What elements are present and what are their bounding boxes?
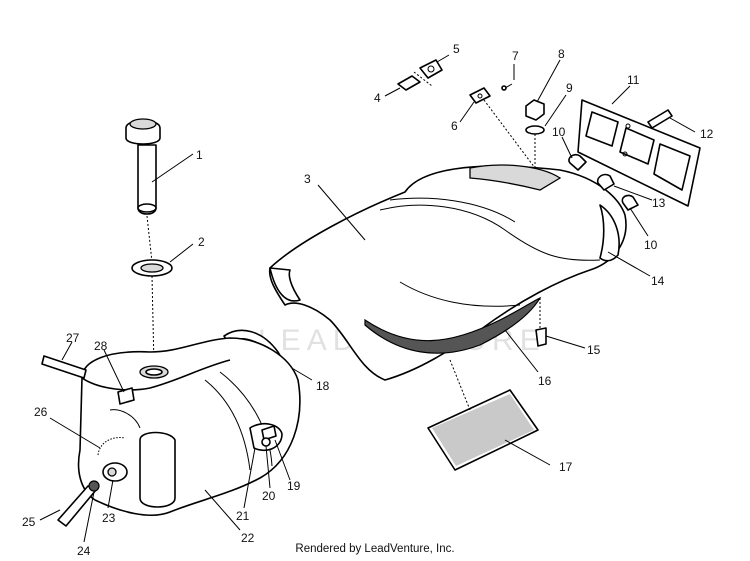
- callout-14: 14: [651, 274, 665, 288]
- part-clip-5: [419, 59, 443, 79]
- callout-4: 4: [374, 91, 381, 105]
- callout-10-upper: 10: [552, 125, 566, 139]
- part-vent-hose: [41, 355, 87, 379]
- callout-20: 20: [262, 489, 276, 503]
- part-bulb-lower: [621, 194, 639, 211]
- part-nut: [525, 99, 545, 121]
- part-bulb-upper: [568, 153, 587, 171]
- callout-22: 22: [241, 531, 255, 545]
- part-fuel-valve: [102, 462, 128, 482]
- part-seat: [268, 164, 627, 381]
- callout-19: 19: [287, 479, 301, 493]
- part-fitting-19: [261, 425, 277, 441]
- callout-8: 8: [558, 47, 565, 61]
- part-grommet: [131, 259, 173, 277]
- render-credit: Rendered by LeadVenture, Inc.: [295, 543, 455, 555]
- callout-27: 27: [66, 331, 80, 345]
- callout-15: 15: [587, 343, 601, 357]
- callout-28: 28: [94, 339, 108, 353]
- callout-17: 17: [559, 460, 573, 474]
- part-fitting-20: [261, 437, 271, 447]
- callout-10-lower: 10: [644, 238, 658, 252]
- callout-labels: 1 2 3 4 5 6 7 8 9 10 10 11 12 13 14 15 1…: [22, 42, 714, 558]
- callout-25: 25: [22, 515, 36, 529]
- part-filler-neck: [125, 118, 161, 215]
- callout-26: 26: [34, 405, 48, 419]
- part-seat-base: [364, 296, 542, 354]
- callout-16: 16: [538, 374, 552, 388]
- callout-13: 13: [652, 196, 666, 210]
- callout-5: 5: [453, 42, 460, 56]
- part-washer: [525, 125, 545, 135]
- part-light-frame: [577, 99, 701, 207]
- callout-7: 7: [512, 49, 519, 63]
- callout-11: 11: [627, 73, 640, 87]
- callout-18: 18: [316, 379, 330, 393]
- part-bolt-12: [647, 109, 673, 129]
- callout-6: 6: [451, 119, 458, 133]
- part-clip-4: [397, 75, 421, 91]
- callout-24: 24: [77, 544, 91, 558]
- part-bulb-middle: [596, 173, 615, 191]
- callout-23: 23: [102, 511, 116, 525]
- callout-9: 9: [566, 81, 573, 95]
- part-plate: [469, 87, 491, 104]
- callout-12: 12: [700, 127, 714, 141]
- part-bolt-15: [535, 327, 547, 347]
- callout-21: 21: [236, 509, 250, 523]
- part-fuel-line: [57, 480, 100, 527]
- callout-2: 2: [198, 235, 205, 249]
- part-foam-pad: [427, 389, 539, 471]
- callout-1: 1: [196, 148, 203, 162]
- part-vent-fitting: [117, 387, 135, 405]
- part-level-gauge: [97, 437, 126, 456]
- callout-3: 3: [304, 172, 311, 186]
